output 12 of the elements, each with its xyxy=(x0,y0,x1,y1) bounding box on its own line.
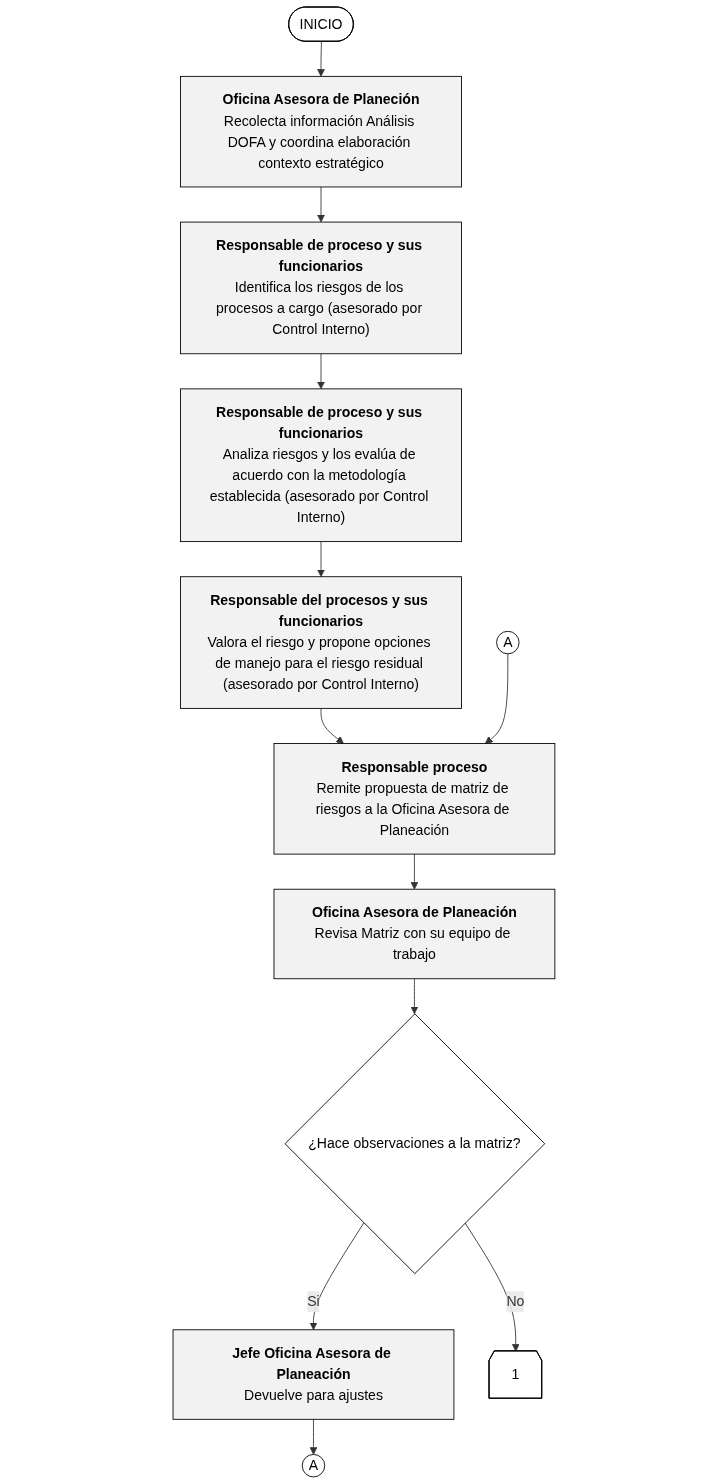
node-box: Jefe Oficina Asesora de Planeación Devuelve para ajustes xyxy=(172,1329,454,1420)
node-diamond: ¿Hace observaciones a la matriz? xyxy=(284,1013,545,1275)
node-box: Responsable de proceso y sus funcionarios Analiza riesgos y los evalúa de acuerdo con la metodología establecida (asesorado por Control Interno) xyxy=(179,388,462,543)
node-circle: A xyxy=(495,630,520,655)
edge-label: No xyxy=(505,1293,524,1309)
node-box: Oficina Asesora de Planeción Recolecta información Análisis DOFA y coordina elaboración contexto estratégico xyxy=(179,75,462,188)
node-box: Responsable proceso Remite propuesta de matriz de riesgos a la Oficina Asesora de Planeación xyxy=(273,743,555,855)
node-circle: A xyxy=(301,1454,325,1478)
node-box: Responsable de proceso y sus funcionarios Identifica los riesgos de los procesos a cargo (asesorado por Control Interno) xyxy=(179,221,462,355)
edge-label: Si xyxy=(306,1293,320,1309)
node-box: Responsable del procesos y sus funcionarios Valora el riesgo y propone opciones de manejo para el riesgo residual (asesorado por Control Interno) xyxy=(179,576,462,709)
node-box: Oficina Asesora de Planeación Revisa Matriz con su equipo de trabajo xyxy=(273,888,555,980)
